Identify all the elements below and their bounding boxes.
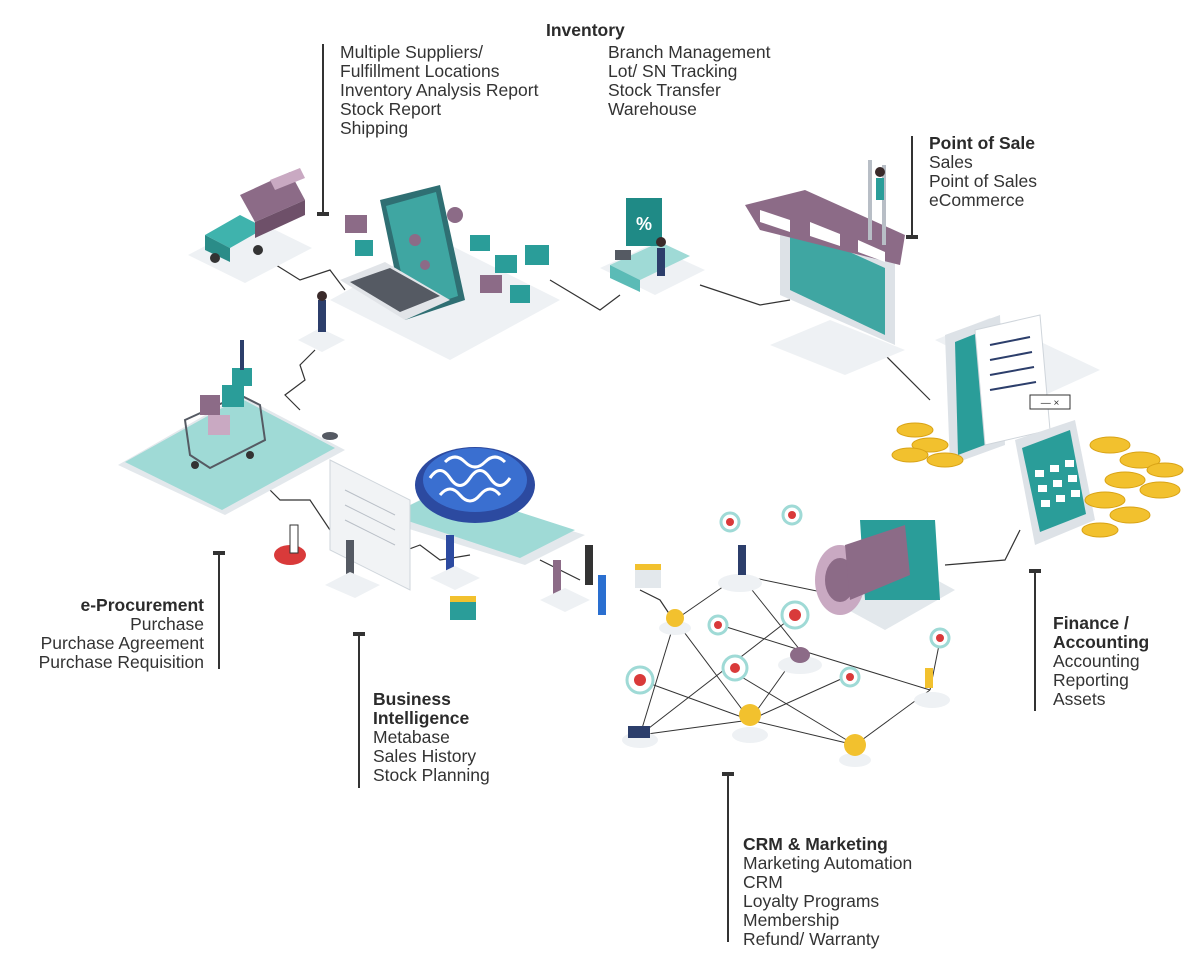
crm-title: CRM & Marketing xyxy=(743,834,888,854)
inventory-title: Inventory xyxy=(546,20,625,40)
eproc-leader-line xyxy=(218,553,220,669)
inventory-leader-line xyxy=(322,44,324,214)
bi-title-line1: Business xyxy=(373,689,451,709)
inventory-item: Inventory Analysis Report xyxy=(340,80,539,100)
inventory-module: Inventory xyxy=(546,21,625,40)
crm-item: Membership xyxy=(743,910,840,930)
finance-item: Assets xyxy=(1053,689,1106,709)
inventory-item: Stock Report xyxy=(340,99,442,119)
crm-item: Marketing Automation xyxy=(743,853,913,873)
finance-module: Finance / Accounting Accounting Reportin… xyxy=(1053,614,1149,709)
finance-leader-line xyxy=(1034,571,1036,711)
finance-title-line2: Accounting xyxy=(1053,632,1150,652)
percent-sign: % xyxy=(636,214,652,234)
eproc-item: Purchase Requisition xyxy=(38,652,204,672)
finance-item: Accounting xyxy=(1053,651,1140,671)
finance-title-line1: Finance / xyxy=(1053,613,1129,633)
bi-title-line2: Intelligence xyxy=(373,708,470,728)
eproc-title: e-Procurement xyxy=(80,595,204,615)
bi-item: Sales History xyxy=(373,746,477,766)
bi-module: Business Intelligence Metabase Sales His… xyxy=(373,690,490,785)
window-controls: — × xyxy=(1041,398,1060,409)
inventory-item: Multiple Suppliers/ xyxy=(340,42,483,62)
pos-counter-illustration: % xyxy=(600,198,705,295)
storefront-monitor-illustration xyxy=(745,160,905,375)
bi-item: Stock Planning xyxy=(373,765,490,785)
pos-leader-tick xyxy=(906,235,918,239)
bi-leader-line xyxy=(358,634,360,788)
finance-illustration: — × xyxy=(891,314,1184,545)
pos-item: Point of Sales xyxy=(929,171,1037,191)
inventory-item: Stock Transfer xyxy=(608,80,721,100)
truck-delivery-illustration xyxy=(188,168,312,283)
pos-item: Sales xyxy=(929,152,973,172)
shopping-cart-illustration xyxy=(118,340,345,515)
inventory-item: Lot/ SN Tracking xyxy=(608,61,738,81)
crm-item: Refund/ Warranty xyxy=(743,929,880,949)
inventory-leader-tick xyxy=(317,212,329,216)
crm-item: CRM xyxy=(743,872,783,892)
bi-item: Metabase xyxy=(373,727,450,747)
crm-leader-line xyxy=(727,774,729,942)
laptop-map-illustration xyxy=(298,185,560,360)
eproc-item: Purchase Agreement xyxy=(40,633,204,653)
inventory-item: Fulfillment Locations xyxy=(340,61,500,81)
pos-title: Point of Sale xyxy=(929,133,1035,153)
finance-item: Reporting xyxy=(1053,670,1129,690)
pos-module: Point of Sale Sales Point of Sales eComm… xyxy=(929,134,1037,210)
inventory-list-col2: Branch Management Lot/ SN Tracking Stock… xyxy=(608,43,770,119)
inventory-item: Branch Management xyxy=(608,42,771,62)
inventory-list-col1: Multiple Suppliers/ Fulfillment Location… xyxy=(340,43,538,138)
inventory-item: Warehouse xyxy=(608,99,697,119)
crm-network-illustration xyxy=(622,504,955,767)
pos-item: eCommerce xyxy=(929,190,1025,210)
crm-item: Loyalty Programs xyxy=(743,891,880,911)
eproc-module: e-Procurement Purchase Purchase Agreemen… xyxy=(0,596,204,672)
brain-bi-illustration xyxy=(274,447,661,620)
eproc-item: Purchase xyxy=(130,614,204,634)
crm-module: CRM & Marketing Marketing Automation CRM… xyxy=(743,835,912,949)
inventory-item: Shipping xyxy=(340,118,409,138)
pos-leader-line xyxy=(911,136,913,238)
